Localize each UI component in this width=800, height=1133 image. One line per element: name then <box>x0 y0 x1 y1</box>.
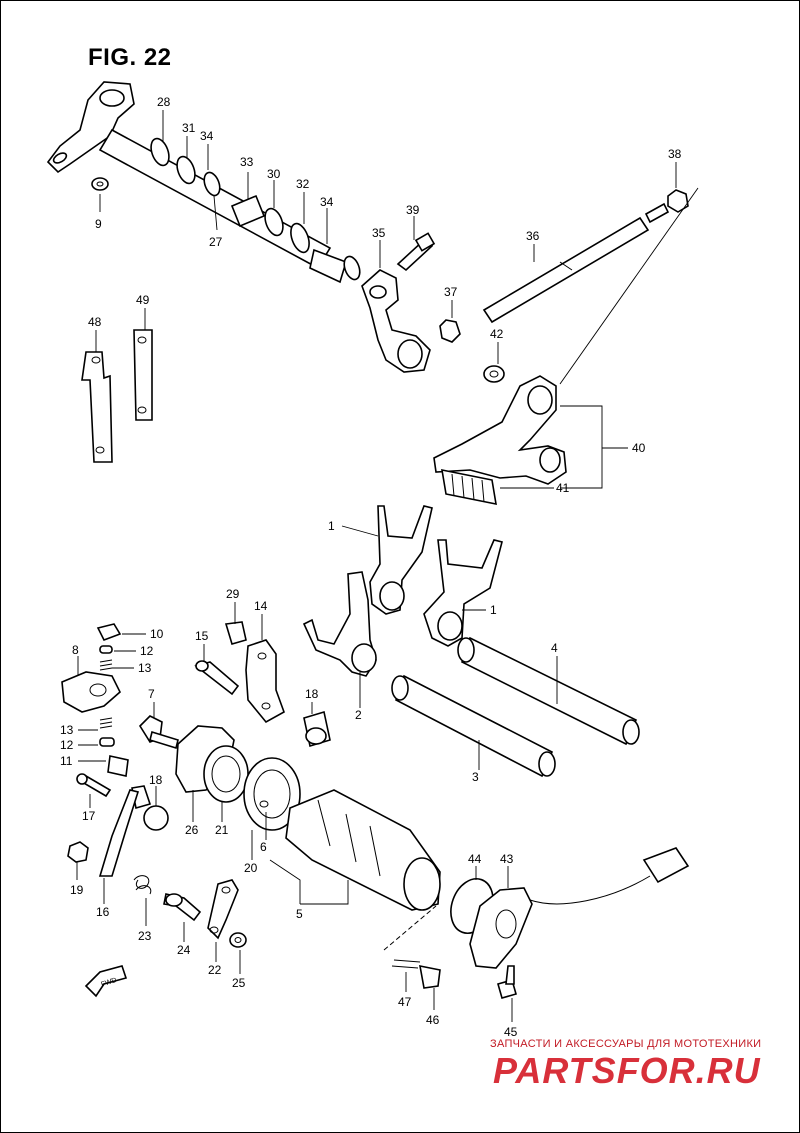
callout-label: 17 <box>82 809 96 823</box>
callout-label: 22 <box>208 963 222 977</box>
callout-label: 1 <box>490 603 497 617</box>
callout-label: 49 <box>136 293 150 307</box>
callout-label: 27 <box>209 235 223 249</box>
callout-label: 39 <box>406 203 420 217</box>
callout-label: 34 <box>320 195 334 209</box>
fork-springs <box>81 329 153 463</box>
fork-shafts <box>391 636 640 778</box>
callout-label: 34 <box>200 129 214 143</box>
callout-label: 40 <box>632 441 646 455</box>
callout-label: 4 <box>551 641 558 655</box>
callout-label: 36 <box>526 229 540 243</box>
cam-stopper-parts <box>133 875 247 948</box>
callout-label: 28 <box>157 95 171 109</box>
callout-label: 43 <box>500 852 514 866</box>
callout-label: 2 <box>355 708 362 722</box>
callout-label: 10 <box>150 627 164 641</box>
shift-shaft-assembly <box>46 81 361 284</box>
leader-lines <box>76 110 699 1022</box>
callout-label: 8 <box>72 643 79 657</box>
callout-label: 32 <box>296 177 310 191</box>
callout-label: 44 <box>468 852 482 866</box>
callout-label: 1 <box>328 519 335 533</box>
shift-cam-drum <box>175 725 441 911</box>
figure-title: FIG. 22 <box>88 44 172 71</box>
callout-label: 33 <box>240 155 254 169</box>
shift-lever-assembly <box>433 375 567 506</box>
callout-label: 31 <box>182 121 196 135</box>
watermark-brand: PARTSFOR.RU <box>493 1050 761 1091</box>
callout-label: 16 <box>96 905 110 919</box>
callout-label: 41 <box>556 481 570 495</box>
small-parts-left <box>61 623 179 877</box>
stopper-plate <box>194 621 331 748</box>
callout-label: 5 <box>296 907 303 921</box>
callout-label: 47 <box>398 995 412 1009</box>
shift-arm-assembly <box>361 232 436 373</box>
fwd-label: FWD <box>100 977 117 989</box>
callout-label: 29 <box>226 587 240 601</box>
callout-label: 30 <box>267 167 281 181</box>
callout-label: 20 <box>244 861 258 875</box>
watermark-tagline: ЗАПЧАСТИ И АКСЕССУАРЫ ДЛЯ МОТОТЕХНИКИ <box>490 1038 762 1050</box>
callout-label: 23 <box>138 929 152 943</box>
callout-label: 14 <box>254 599 268 613</box>
callout-label: 21 <box>215 823 229 837</box>
callout-label: 45 <box>504 1025 518 1039</box>
callout-label: 6 <box>260 840 267 854</box>
callout-label: 13 <box>138 661 152 675</box>
callout-label: 25 <box>232 976 246 990</box>
callout-label: 19 <box>70 883 84 897</box>
callout-label: 38 <box>668 147 682 161</box>
callout-label: 18 <box>149 773 163 787</box>
callout-label: 26 <box>185 823 199 837</box>
shift-rod-assembly <box>439 189 689 383</box>
callout-label: 3 <box>472 770 479 784</box>
gear-position-switch <box>391 847 690 999</box>
fwd-arrow-icon <box>84 965 128 998</box>
callout-label: 7 <box>148 687 155 701</box>
callout-label: 48 <box>88 315 102 329</box>
callout-label: 12 <box>140 644 154 658</box>
callout-label: 35 <box>372 226 386 240</box>
callout-label: 42 <box>490 327 504 341</box>
callout-label: 11 <box>60 754 73 768</box>
callout-label: 46 <box>426 1013 440 1027</box>
callout-label: 13 <box>60 723 74 737</box>
shift-forks <box>302 505 503 677</box>
callout-label: 9 <box>95 217 102 231</box>
callout-label: 18 <box>305 687 319 701</box>
callout-label: 15 <box>195 629 209 643</box>
callout-label: 37 <box>444 285 458 299</box>
callout-label: 12 <box>60 738 74 752</box>
callout-label: 24 <box>177 943 191 957</box>
